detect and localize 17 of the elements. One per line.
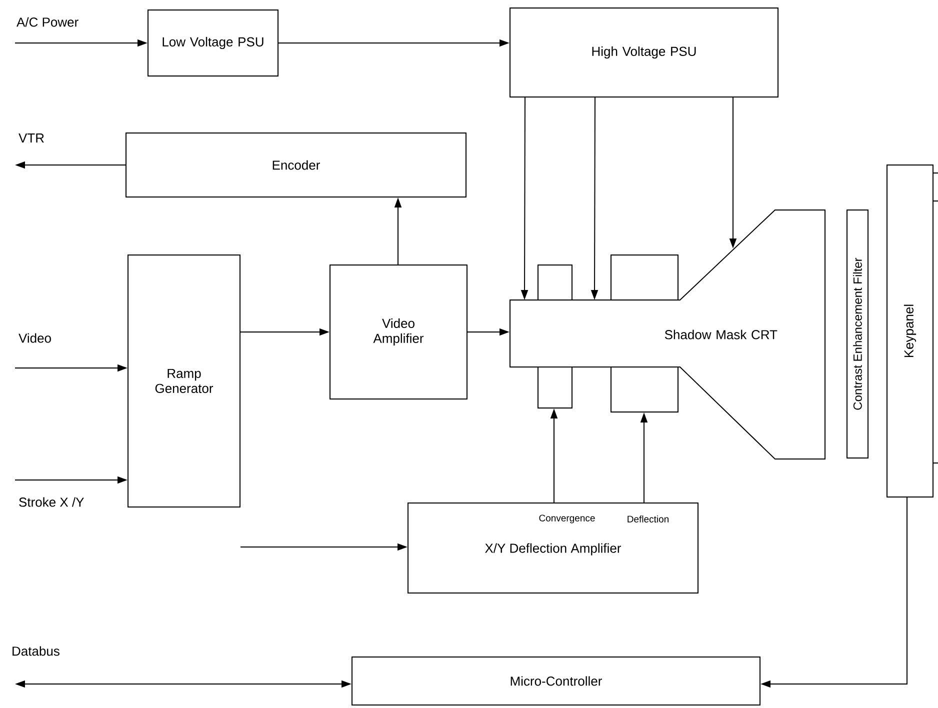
process-box: Video Amplifier [330, 264, 468, 400]
process-box: Convergence Deflection X/Y Deflection Amplifier [408, 502, 698, 594]
keypanel-drawing: Keypanel [886, 164, 938, 498]
process-box: Encoder [126, 132, 466, 198]
process-box: Low Voltage PSU [148, 10, 278, 76]
edge-label: A/C Power [16, 16, 80, 28]
process-box: High Voltage PSU [510, 8, 778, 98]
edge-label: Databus [10, 645, 61, 657]
edge-label: Stroke X /Y [18, 496, 86, 508]
process-box: Ramp Generator [128, 254, 240, 508]
crt-drawing: Shadow Mask CRT [510, 210, 826, 460]
coil-box [610, 366, 678, 412]
edge-label: Video [18, 332, 53, 344]
process-box: Micro-Controller [352, 656, 760, 706]
filter-panel: Contrast Enhancement Filter [846, 210, 868, 458]
coil-box [538, 366, 572, 408]
edge-label: VTR [18, 132, 46, 144]
